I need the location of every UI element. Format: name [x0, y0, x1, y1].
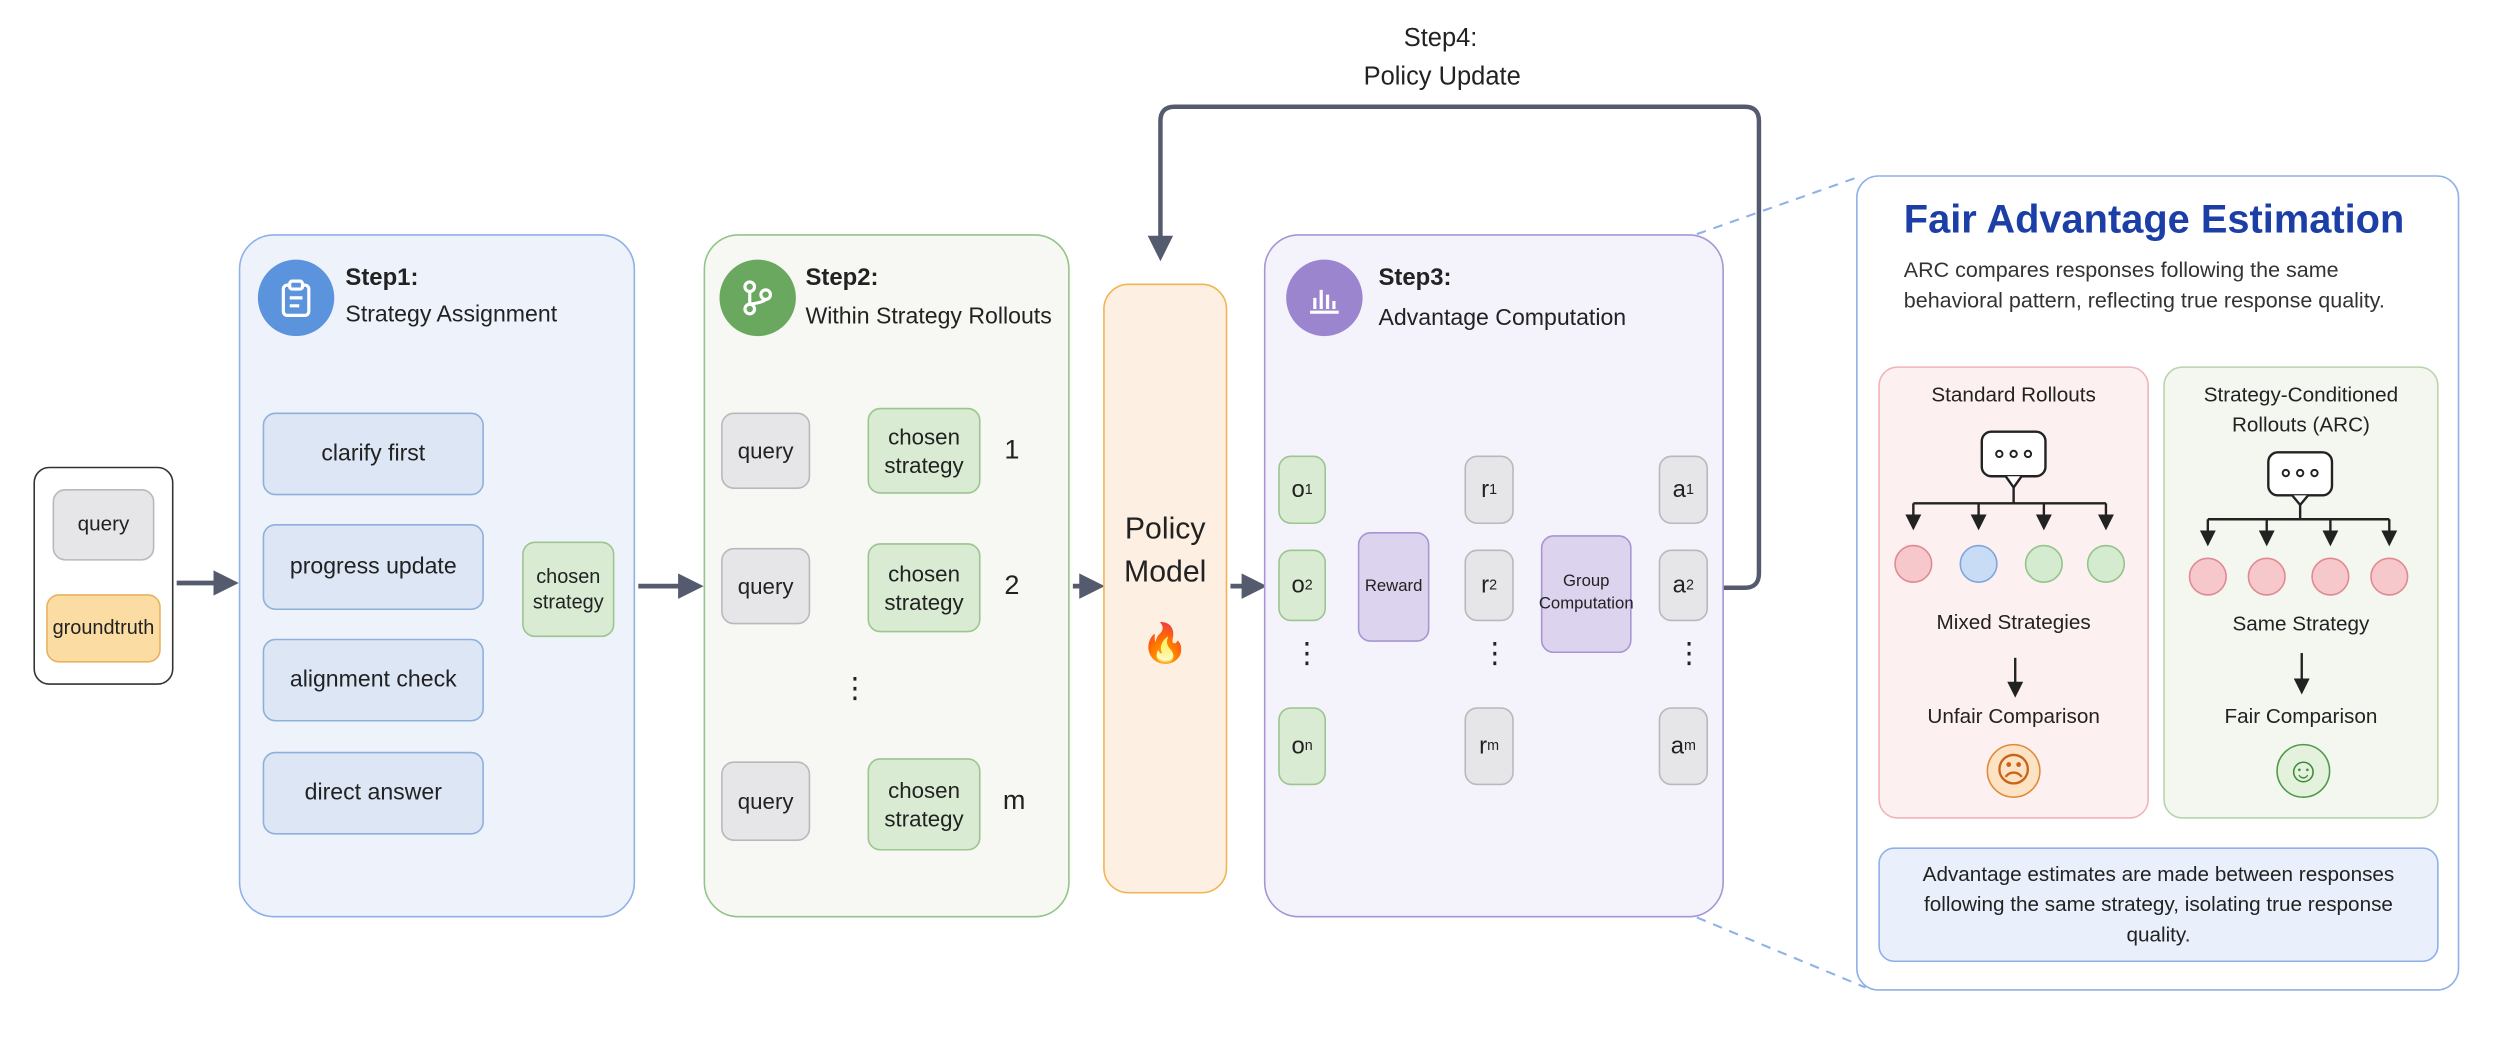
arc-circle-2	[2247, 557, 2286, 596]
fair-advantage-description: ARC compares responses following the sam…	[1903, 258, 2385, 313]
zoom-line-bottom	[1696, 916, 1866, 989]
advantage-ellipsis: ⋮	[1674, 637, 1704, 669]
step2-index-m: m	[1002, 785, 1026, 816]
step2-ellipsis: ⋮	[840, 672, 870, 705]
branch-icon	[719, 259, 796, 337]
output-on-label: o	[1291, 732, 1305, 760]
advantage-a2-sub: 2	[1685, 576, 1694, 592]
policy-model-line1: Policy	[1124, 512, 1206, 547]
reward-r1-label: r	[1481, 475, 1490, 503]
advantage-am-label: a	[1670, 732, 1684, 760]
standard-circle-1	[1894, 544, 1933, 583]
fair-advantage-title: Fair Advantage Estimation	[1903, 197, 2405, 243]
happy-face-icon: ☺	[2276, 743, 2331, 798]
fair-note-text: Advantage estimates are made between res…	[1922, 861, 2395, 947]
step2-query-2: query	[721, 547, 811, 625]
reward-r2-sub: 2	[1489, 576, 1498, 592]
input-query: query	[52, 488, 155, 561]
arc-circle-1	[2188, 557, 2227, 596]
fair-note-box	[1878, 847, 2439, 963]
output-on-sub: n	[1304, 736, 1313, 753]
step1-title: Step1:	[345, 264, 419, 292]
arc-rollouts-title-1: Strategy-Conditioned	[2203, 382, 2399, 407]
step2-query-m: query	[721, 761, 811, 841]
advantage-a1-sub: 1	[1685, 480, 1694, 497]
reward-r2-label: r	[1481, 571, 1490, 599]
arc-circle-4	[2370, 557, 2409, 596]
step2-chosen-1: chosen strategy	[867, 407, 981, 494]
output-o2-sub: 2	[1304, 576, 1313, 592]
reward-box: Reward	[1357, 531, 1430, 642]
fair-comparison-label: Fair Comparison	[2224, 704, 2378, 728]
advantage-a2-label: a	[1672, 571, 1686, 599]
arc-circle-3	[2311, 557, 2350, 596]
strategy-progress-update: progress update	[262, 524, 484, 611]
reward-rm-sub: m	[1487, 736, 1500, 753]
policy-model-line2: Model	[1124, 555, 1207, 590]
step4-subtitle: Policy Update	[1363, 63, 1521, 91]
group-computation-box: Group Computation	[1539, 535, 1634, 654]
strategy-alignment-check: alignment check	[262, 638, 484, 722]
same-strategy-label: Same Strategy	[2232, 611, 2370, 636]
standard-rollouts-title: Standard Rollouts	[1931, 382, 2096, 407]
advantage-am-sub: m	[1684, 736, 1696, 753]
step2-chosen-m: chosen strategy	[867, 758, 981, 851]
step2-subtitle: Within Strategy Rollouts	[805, 304, 1052, 330]
arrow-policy-update-loop	[1147, 104, 1762, 590]
step2-chosen-2: chosen strategy	[867, 543, 981, 633]
clipboard-icon	[257, 259, 335, 337]
standard-circle-2	[1959, 544, 1998, 583]
input-groundtruth: groundtruth	[46, 594, 161, 663]
reward-ellipsis: ⋮	[1480, 637, 1510, 669]
step3-subtitle: Advantage Computation	[1378, 305, 1627, 332]
step1-chosen-strategy: chosen strategy	[522, 541, 615, 638]
step1-subtitle: Strategy Assignment	[345, 302, 558, 329]
step2-index-2: 2	[1004, 570, 1020, 601]
unfair-comparison-label: Unfair Comparison	[1927, 704, 2100, 728]
step3-title: Step3:	[1378, 264, 1452, 292]
reward-rm-label: r	[1479, 732, 1488, 760]
policy-model-panel	[1103, 283, 1228, 894]
reward-r1-sub: 1	[1489, 480, 1498, 497]
step2-query-1: query	[721, 412, 811, 489]
standard-circle-3	[2024, 544, 2063, 583]
advantage-a1-label: a	[1672, 475, 1686, 503]
strategy-direct-answer: direct answer	[262, 751, 484, 835]
strategy-clarify-first: clarify first	[262, 412, 484, 496]
step2-index-1: 1	[1004, 434, 1020, 466]
sad-face-icon: ☹	[1986, 743, 2041, 798]
speech-bubble-icon	[2267, 451, 2334, 497]
output-ellipsis: ⋮	[1292, 637, 1322, 669]
mixed-strategies-label: Mixed Strategies	[1936, 610, 2091, 634]
flame-icon: 🔥	[1141, 622, 1189, 666]
output-o1-label: o	[1291, 475, 1305, 503]
bar-chart-icon	[1286, 259, 1363, 337]
standard-circle-4	[2086, 544, 2126, 583]
output-o1-sub: 1	[1304, 480, 1313, 497]
step4-title: Step4:	[1403, 25, 1478, 53]
arc-rollouts-title-2: Rollouts (ARC)	[2231, 412, 2370, 437]
output-o2-label: o	[1291, 571, 1305, 599]
step2-title: Step2:	[805, 264, 879, 292]
